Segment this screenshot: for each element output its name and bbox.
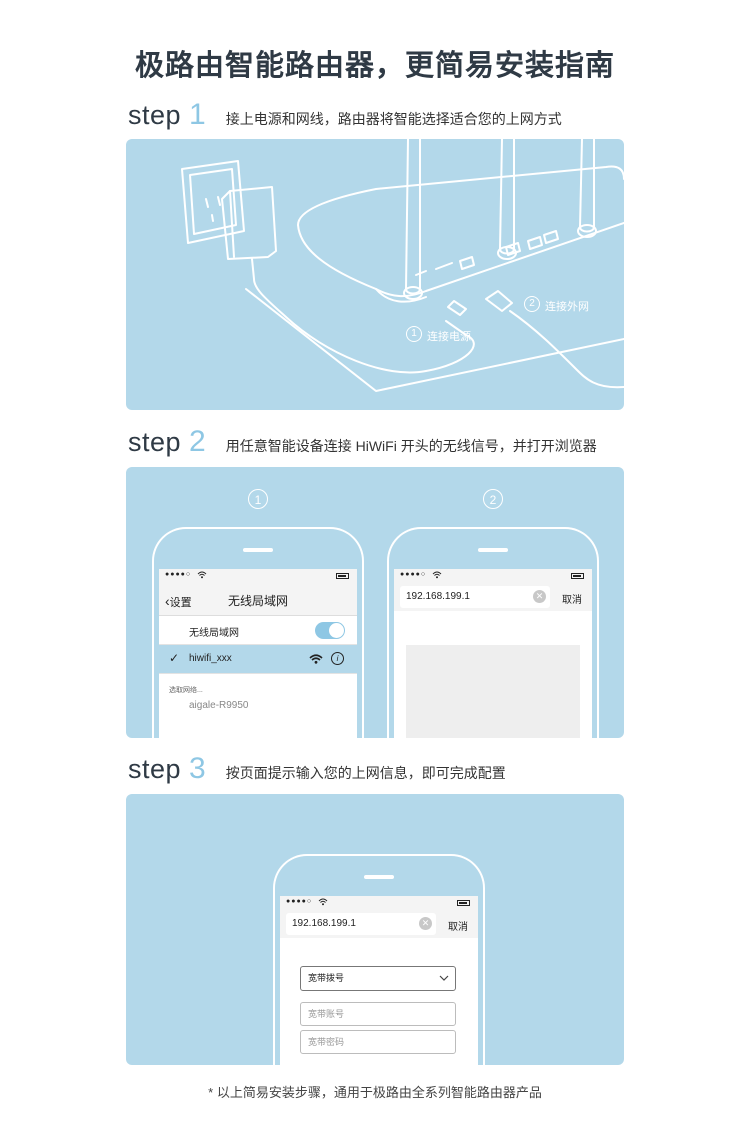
signal-icon: ●●●●○: [165, 571, 192, 578]
step-word: step: [128, 427, 182, 457]
antenna-middle: [499, 139, 515, 255]
other-network[interactable]: aigale-R9950: [189, 700, 249, 711]
url-text: 192.168.199.1: [406, 591, 470, 602]
status-bar: ●●●●○: [394, 569, 592, 583]
power-cable: [251, 258, 475, 374]
wifi-icon: [318, 898, 328, 906]
step-3-heading: step 3 按页面提示输入您的上网信息，即可完成配置: [128, 752, 506, 792]
account-placeholder: 宽带账号: [308, 1009, 345, 1019]
back-button[interactable]: ‹设置: [165, 593, 192, 610]
phone-2: ●●●●○ 192.168.199.1 ✕ 取消: [387, 527, 599, 738]
url-input[interactable]: 192.168.199.1 ✕: [286, 913, 436, 935]
ethernet-plug: [485, 290, 513, 312]
battery-icon: [457, 900, 470, 906]
password-placeholder: 宽带密码: [308, 1037, 345, 1047]
wifi-icon: [197, 571, 207, 579]
status-bar: ●●●●○: [280, 896, 478, 910]
power-label: 连接电源: [427, 331, 471, 343]
battery-icon: [571, 573, 584, 579]
choose-network-label: 选取网络...: [169, 687, 203, 694]
nav-bar: ‹设置 无线局域网: [159, 583, 357, 616]
wlan-toggle-row: 无线局域网: [159, 616, 357, 645]
wifi-icon: [432, 571, 442, 579]
step-description: 接上电源和网线，路由器将智能选择适合您的上网方式: [225, 111, 562, 127]
info-icon[interactable]: i: [331, 652, 344, 665]
status-bar: ●●●●○: [159, 569, 357, 583]
phone-3: ●●●●○ 192.168.199.1 ✕ 取消 宽带拨号 宽带账号 宽带密码: [273, 854, 485, 1065]
antenna-left: [405, 139, 421, 295]
step-2-heading: step 2 用任意智能设备连接 HiWiFi 开头的无线信号，并打开浏览器: [128, 425, 597, 465]
check-icon: ✓: [169, 651, 180, 665]
step-1-badge-2: 2: [524, 296, 540, 312]
url-input[interactable]: 192.168.199.1 ✕: [400, 586, 550, 608]
browser-url-bar: 192.168.199.1 ✕ 取消: [280, 910, 478, 938]
wlan-label: 无线局域网: [189, 628, 239, 639]
router-body: [297, 165, 624, 226]
network-row-selected[interactable]: ✓ hiwifi_xxx i: [159, 645, 357, 674]
step-word: step: [128, 100, 182, 130]
url-text: 192.168.199.1: [292, 918, 356, 929]
step-3-illustration: ●●●●○ 192.168.199.1 ✕ 取消 宽带拨号 宽带账号 宽带密码: [126, 794, 624, 1065]
chevron-down-icon: [439, 975, 449, 981]
step-number: 1: [189, 98, 206, 131]
step-1-illustration: 1 连接电源 2 连接外网: [126, 139, 624, 410]
antenna-right: [579, 139, 595, 233]
account-field[interactable]: 宽带账号: [300, 1002, 456, 1026]
cancel-button[interactable]: 取消: [448, 922, 468, 933]
step-1-badge-1: 1: [406, 326, 422, 342]
signal-icon: ●●●●○: [400, 571, 427, 578]
phone-2-number: 2: [483, 489, 503, 509]
nav-title: 无线局域网: [227, 594, 288, 608]
wlan-toggle[interactable]: [315, 622, 345, 639]
phone-1-screen: ●●●●○ ‹设置 无线局域网 无线局域网 ✓ hiwifi_xxx i 选取网…: [159, 569, 357, 738]
step-description: 按页面提示输入您的上网信息，即可完成配置: [225, 765, 506, 781]
step-word: step: [128, 754, 182, 784]
phone-1: ●●●●○ ‹设置 无线局域网 无线局域网 ✓ hiwifi_xxx i 选取网…: [152, 527, 364, 738]
select-value: 宽带拨号: [308, 973, 345, 983]
step-1-heading: step 1 接上电源和网线，路由器将智能选择适合您的上网方式: [128, 98, 562, 138]
page-title: 极路由智能路由器，更简易安装指南: [134, 50, 615, 82]
signal-icon: ●●●●○: [286, 898, 313, 905]
step-2-illustration: 1 2 ●●●●○ ‹设置 无线局域网 无线局域网 ✓ hiwifi_xxx i: [126, 467, 624, 738]
clear-icon[interactable]: ✕: [419, 917, 432, 930]
network-name: hiwifi_xxx: [189, 653, 232, 664]
chevron-left-icon: ‹: [165, 593, 170, 609]
ethernet-cable: [509, 310, 624, 389]
power-plug: [447, 300, 467, 316]
footer-note: * 以上简易安装步骤，通用于极路由全系列智能路由器产品: [208, 1085, 542, 1100]
battery-icon: [336, 573, 349, 579]
phone-speaker: [364, 875, 394, 879]
phone-2-screen: ●●●●○ 192.168.199.1 ✕ 取消: [394, 569, 592, 738]
dial-type-select[interactable]: 宽带拨号: [300, 966, 456, 991]
page-placeholder: [406, 645, 580, 738]
wall-socket-shape: [181, 160, 245, 244]
password-field[interactable]: 宽带密码: [300, 1030, 456, 1054]
wifi-icon: [309, 654, 323, 664]
phone-3-screen: ●●●●○ 192.168.199.1 ✕ 取消 宽带拨号 宽带账号 宽带密码: [280, 896, 478, 1065]
clear-icon[interactable]: ✕: [533, 590, 546, 603]
router-illustration: [181, 139, 624, 392]
step-description: 用任意智能设备连接 HiWiFi 开头的无线信号，并打开浏览器: [225, 438, 597, 454]
wan-label: 连接外网: [545, 301, 589, 313]
phone-1-number: 1: [248, 489, 268, 509]
step-number: 3: [189, 752, 206, 785]
back-label: 设置: [169, 597, 192, 609]
step-number: 2: [189, 425, 206, 458]
phone-speaker: [243, 548, 273, 552]
browser-url-bar: 192.168.199.1 ✕ 取消: [394, 583, 592, 611]
cancel-button[interactable]: 取消: [562, 595, 582, 606]
phone-speaker: [478, 548, 508, 552]
